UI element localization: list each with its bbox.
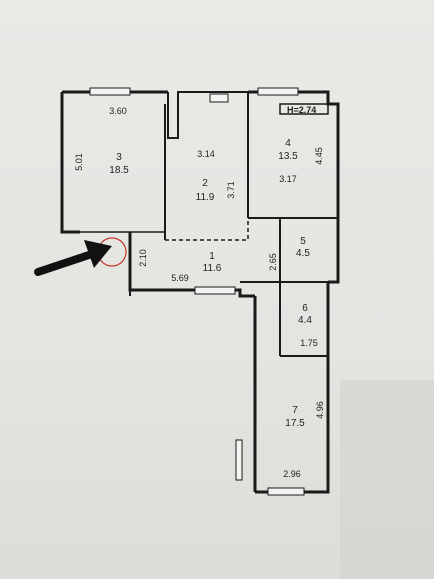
room-6: 6 4.4 bbox=[298, 303, 312, 326]
room-7: 7 17.5 bbox=[285, 405, 305, 429]
room-area: 4.4 bbox=[298, 315, 312, 326]
room-number: 6 bbox=[302, 303, 308, 314]
room-3: 3 18.5 bbox=[109, 152, 129, 176]
room-5: 5 4.5 bbox=[296, 236, 310, 259]
room-number: 3 bbox=[116, 152, 122, 163]
room-2: 2 11.9 bbox=[196, 178, 215, 203]
room-area: 17.5 bbox=[285, 418, 305, 429]
dim-5-69: 5.69 bbox=[171, 273, 189, 283]
dim-2-10: 2.10 bbox=[138, 249, 148, 267]
dim-4-96: 4.96 bbox=[315, 401, 325, 419]
dimension-labels: 3.60 5.01 3.14 3.71 4.45 3.17 2.10 5.69 … bbox=[74, 106, 325, 479]
dim-4-45: 4.45 bbox=[314, 147, 324, 165]
room-number: 4 bbox=[285, 138, 291, 149]
room-area: 13.5 bbox=[278, 151, 298, 162]
room-1: 1 11.6 bbox=[203, 251, 222, 274]
room-4: 4 13.5 bbox=[278, 138, 298, 162]
dim-1-75: 1.75 bbox=[300, 338, 318, 348]
room-area: 4.5 bbox=[296, 248, 310, 259]
room-area: 11.9 bbox=[196, 192, 215, 203]
height-label: H=2.74 bbox=[287, 105, 316, 115]
dim-3-17: 3.17 bbox=[279, 174, 297, 184]
room-number: 2 bbox=[202, 178, 208, 189]
dim-3-60: 3.60 bbox=[109, 106, 127, 116]
dim-3-71: 3.71 bbox=[226, 181, 236, 199]
dim-5-01: 5.01 bbox=[74, 153, 84, 171]
room-area: 18.5 bbox=[109, 165, 129, 176]
windows bbox=[89, 87, 305, 496]
arrow-icon bbox=[34, 240, 112, 276]
room-number: 7 bbox=[292, 405, 298, 416]
dim-3-14: 3.14 bbox=[197, 149, 215, 159]
room-number: 1 bbox=[209, 251, 215, 262]
dim-2-96: 2.96 bbox=[283, 469, 301, 479]
room-number: 5 bbox=[300, 236, 306, 247]
dim-2-65: 2.65 bbox=[268, 253, 278, 271]
room-area: 11.6 bbox=[203, 263, 222, 274]
